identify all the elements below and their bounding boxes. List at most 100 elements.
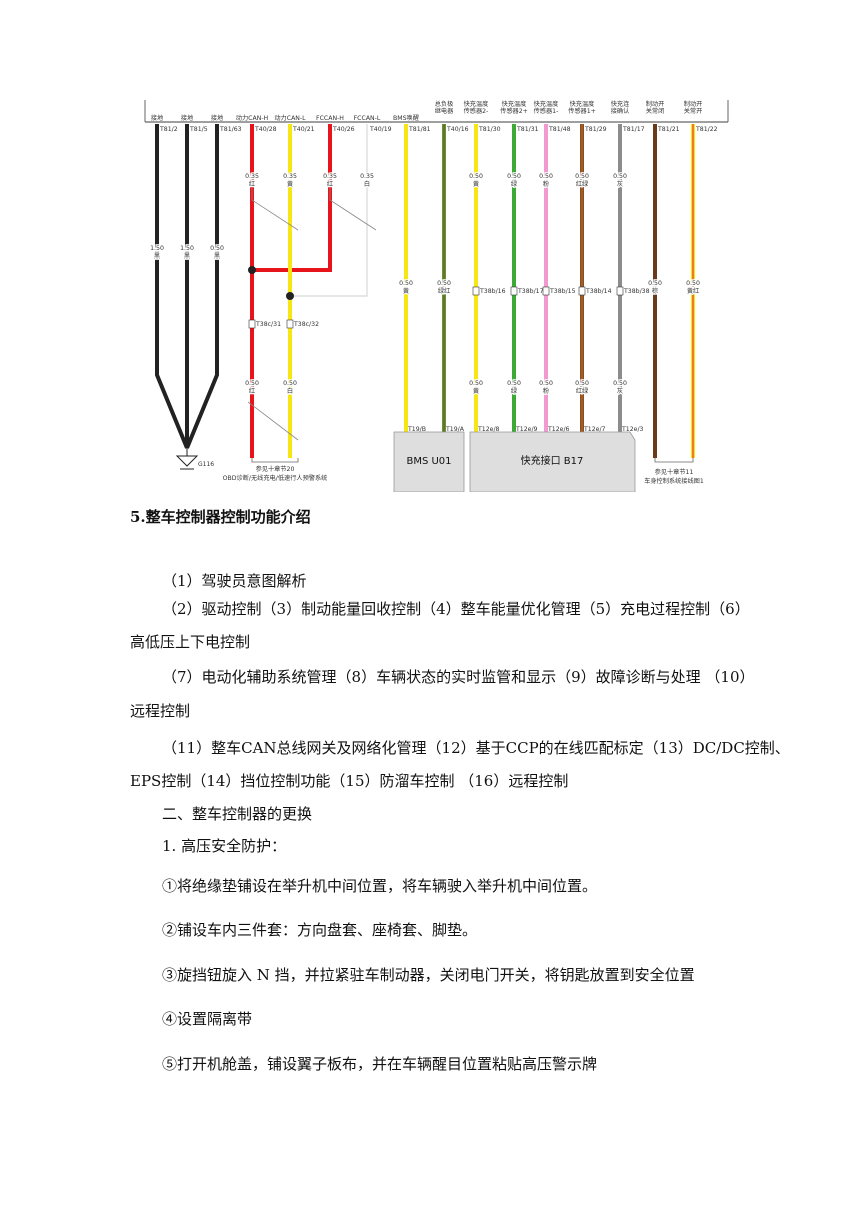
ground-label: G116 <box>198 461 214 468</box>
connector-pin <box>578 286 586 296</box>
terminal-label: 动力CAN-L <box>274 114 306 122</box>
step-4: ④设置隔离带 <box>162 1010 253 1028</box>
terminal-label: 总负极 <box>435 100 454 108</box>
terminal-label: BMS唤醒 <box>393 114 419 122</box>
wire-color: 黑 <box>184 253 190 260</box>
pin-label: T81/5 <box>189 126 208 133</box>
terminal-label: 接确认 <box>611 107 630 115</box>
bms-module <box>393 431 465 492</box>
terminal-label: 快充连 <box>611 100 630 108</box>
terminal-label: 接地 <box>211 114 223 122</box>
wire-gauge: 0.50 <box>469 173 483 180</box>
bottom-pin-label: T19/B <box>407 426 426 433</box>
connector-pin <box>510 286 518 296</box>
wire-color: 红 <box>327 180 333 188</box>
terminal-label: 继电器 <box>435 107 454 115</box>
connector-label: T38b/38 <box>623 288 650 295</box>
wire-gauge: 0.50 <box>539 380 553 387</box>
wire-color: 棕 <box>652 287 658 295</box>
wire-color: 绿 <box>511 387 518 395</box>
connector-pin <box>286 319 294 329</box>
wire-gauge: 0.50 <box>245 380 259 387</box>
wire-gauge: 0.35 <box>245 173 259 180</box>
wire-color: 绿红 <box>438 287 450 295</box>
pin-label: T81/31 <box>516 126 539 133</box>
connector-pin <box>542 286 550 296</box>
terminal-label: 快充温度 <box>570 100 595 108</box>
pin-label: T81/81 <box>408 126 431 133</box>
pin-label: T81/48 <box>548 126 571 133</box>
pin-label: T81/22 <box>695 126 718 133</box>
bottom-pin-label: T12e/8 <box>477 426 500 433</box>
pin-label: T81/63 <box>219 126 242 133</box>
wire-gauge: 0.50 <box>575 380 589 387</box>
wire-gauge: 1.50 <box>180 245 194 252</box>
connector-label: T38b/17 <box>517 288 544 295</box>
terminal-label: 传感器2- <box>464 107 489 115</box>
wire-color: 粉 <box>543 180 549 188</box>
paragraph-cont: 高低压上下电控制 <box>130 633 251 651</box>
paragraph: （7）电动化辅助系统管理（8）车辆状态的实时监管和显示（9）故障诊断与处理 （1… <box>162 668 755 686</box>
pin-label: T40/28 <box>254 126 277 133</box>
pin-label: T81/2 <box>159 126 178 133</box>
wire-color: 绿 <box>511 180 518 188</box>
wire-gauge: 0.50 <box>469 380 483 387</box>
wire-color: 粉 <box>543 387 549 395</box>
wire-color: 灰 <box>617 387 623 395</box>
wire-gauge: 0.50 <box>399 280 413 287</box>
wire-gauge: 0.50 <box>437 280 451 287</box>
wire-gauge: 0.35 <box>360 173 374 180</box>
wire-color: 黑 <box>154 253 160 260</box>
paragraph: （1）驾驶员意图解析 <box>162 572 307 590</box>
wire-gauge: 0.50 <box>283 380 297 387</box>
step-3: ③旋挡钮旋入 N 挡，并拉紧驻车制动器，关闭电门开关，将钥匙放置到安全位置 <box>162 966 695 984</box>
terminal-label: 关常开 <box>684 107 703 115</box>
connector-label: T38b/14 <box>585 288 612 295</box>
terminal-label: 快充温度 <box>502 100 527 108</box>
bottom-pin-label: T19/A <box>445 426 465 433</box>
wire-gauge: 0.50 <box>648 280 662 287</box>
paragraph-cont: EPS控制（14）挡位控制功能（15）防溜车控制 （16）远程控制 <box>130 772 569 790</box>
paragraph-cont: 远程控制 <box>130 702 191 720</box>
terminal-label: 接地 <box>151 114 163 122</box>
connector-pin <box>248 319 256 329</box>
wire-color: 黄 <box>287 180 293 188</box>
connector-pin <box>472 286 480 296</box>
reference-label-2: 参见十章节11 <box>655 468 694 476</box>
step-2: ②铺设车内三件套：方向盘套、座椅套、脚垫。 <box>162 921 478 939</box>
fast-charge-label: 快充接口 B17 <box>521 454 584 467</box>
terminal-label: 接地 <box>181 114 193 122</box>
wire-color: 红 <box>249 180 255 188</box>
section-heading-2: 二、整车控制器的更换 <box>162 805 313 823</box>
bms-module-label: BMS U01 <box>406 456 451 467</box>
reference-label: 参见十章节20 <box>256 465 295 473</box>
terminal-label: FCCAN-L <box>354 115 381 122</box>
wire-gauge: 0.50 <box>575 173 589 180</box>
wire-color: 白 <box>364 180 370 188</box>
pin-label: T81/30 <box>478 126 501 133</box>
wire-gauge: 0.50 <box>210 245 224 252</box>
pin-label: T81/17 <box>622 126 645 133</box>
pin-label: T40/16 <box>446 126 469 133</box>
pin-label: T40/21 <box>292 126 315 133</box>
wire-gauge: 0.50 <box>539 173 553 180</box>
step-1: ①将绝缘垫铺设在举升机中间位置，将车辆驶入举升机中间位置。 <box>162 877 598 895</box>
paragraph: （2）驱动控制（3）制动能量回收控制（4）整车能量优化管理（5）充电过程控制（6… <box>162 600 750 618</box>
reference-sublabel-2: 车身控制系统接线图1 <box>644 477 704 485</box>
terminal-label: 快充温度 <box>534 100 559 108</box>
terminal-label: 传感器2+ <box>500 107 528 115</box>
pin-label: T40/26 <box>332 126 355 133</box>
wire-gauge: 0.50 <box>507 380 521 387</box>
reference-sublabel: OBD诊断/无线充电/低速行人预警系统 <box>223 474 328 482</box>
fast-charge-port <box>469 431 636 492</box>
wire-color: 黄 <box>473 180 479 188</box>
terminal-label: 动力CAN-H <box>236 114 269 122</box>
wire-color: 黄红 <box>687 287 699 295</box>
wire <box>290 124 368 297</box>
connector-label: T38c/32 <box>293 321 319 328</box>
connector-label: T38b/16 <box>479 288 506 295</box>
pin-label: T81/21 <box>657 126 680 133</box>
wire-gauge: 0.50 <box>507 173 521 180</box>
terminal-label: 快充温度 <box>464 100 489 108</box>
wire <box>252 124 332 272</box>
